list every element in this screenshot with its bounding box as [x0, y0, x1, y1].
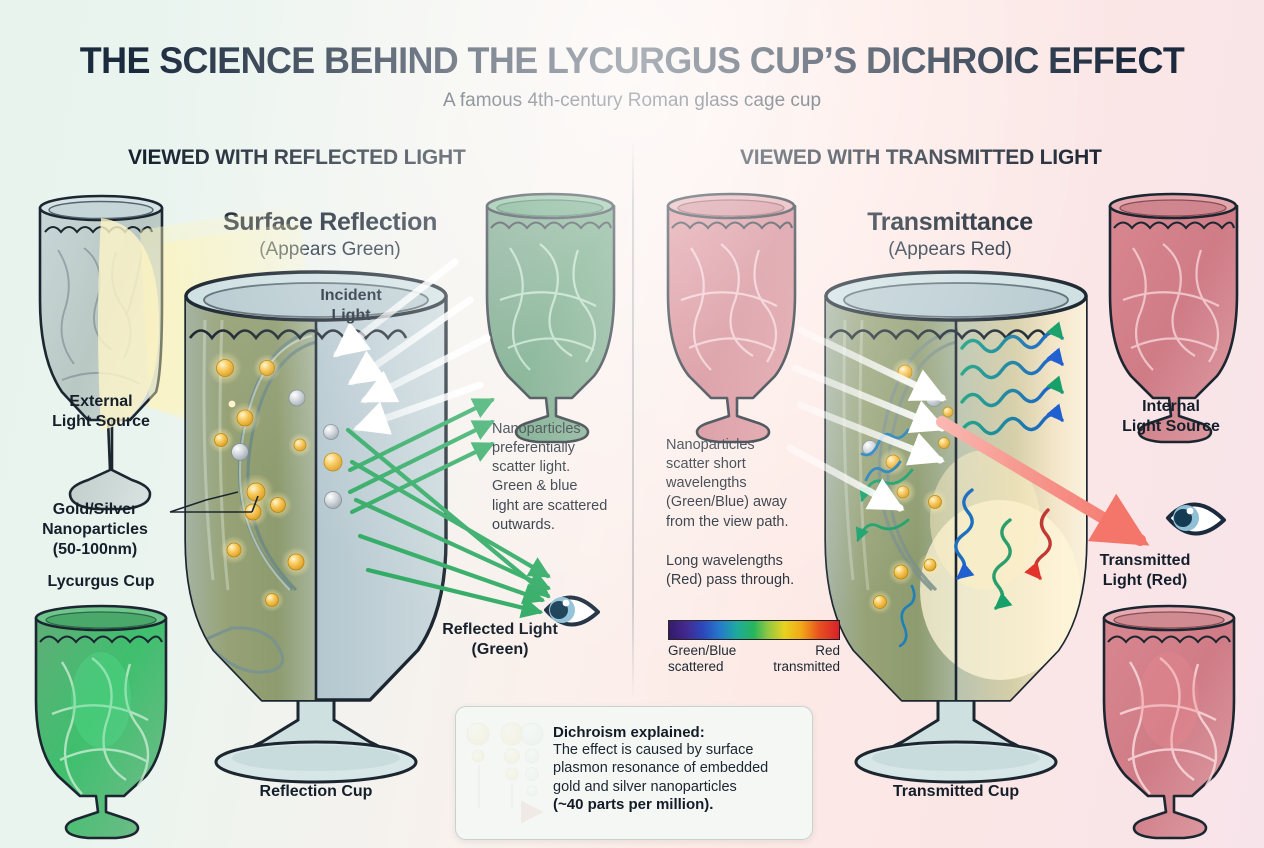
right-subheading: Transmittance (Appears Red) [835, 208, 1065, 261]
left-panel-heading: VIEWED WITH REFLECTED LIGHT [128, 146, 466, 169]
legend-line-3: gold and silver nanoparticles [553, 778, 737, 795]
right-subheading-sub: (Appears Red) [888, 239, 1012, 260]
spectrum-label-right: Red transmitted [773, 643, 840, 675]
small-cup-green-reflected [485, 192, 616, 444]
spectrum-legend: Green/Blue scattered Red transmitted [668, 620, 840, 675]
spectrum-labels: Green/Blue scattered Red transmitted [668, 643, 840, 675]
internal-light-rays [786, 326, 947, 512]
reflection-cup-illustration [184, 270, 448, 784]
small-cup-green [34, 604, 168, 840]
page-subtitle: A famous 4th-century Roman glass cage cu… [442, 90, 822, 111]
small-cup-red-bottom [1102, 604, 1236, 840]
legend-title: Dichroism explained: [553, 724, 705, 741]
transmitted-light-label: Transmitted Light (Red) [1099, 552, 1191, 589]
transmitted-red-beam [936, 416, 1150, 546]
dichroism-legend-text: Dichroism explained: The effect is cause… [553, 724, 803, 813]
silver-nanoparticles [231, 389, 343, 509]
scattered-short-wavelength-waves [954, 321, 1064, 610]
lycurgus-cup-label: Lycurgus Cup [47, 573, 155, 590]
right-panel-heading: VIEWED WITH TRANSMITTED LIGHT [740, 146, 1102, 169]
eye-icon-left [544, 595, 600, 627]
right-subheading-main: Transmittance [867, 208, 1033, 236]
right-pass-note: Long wavelengths (Red) pass through. [666, 553, 795, 589]
legend-line-1: The effect is caused by surface [553, 742, 754, 758]
transmitted-cup-caption: Transmitted Cup [892, 783, 1020, 800]
right-scatter-note: Nanoparticles scatter short wavelengths … [666, 437, 789, 530]
incident-light-label: Incident Light [320, 287, 382, 324]
small-cup-red-top [666, 192, 797, 444]
small-cup-internal-light [1108, 192, 1239, 444]
page-title: THE SCIENCE BEHIND THE LYCURGUS CUP’S DI… [79, 40, 1185, 81]
internal-light-source-label: Internal Light Source [1122, 398, 1220, 435]
transmitted-cup-illustration [824, 270, 1088, 784]
left-scatter-note: Nanoparticles preferentially scatter lig… [492, 421, 608, 533]
reflection-cup-caption: Reflection Cup [259, 783, 373, 800]
panel-divider [632, 138, 634, 698]
legend-line-4: (~40 parts per million). [553, 795, 714, 813]
reflected-green-rays [345, 397, 551, 619]
spectrum-label-left: Green/Blue scattered [668, 643, 737, 675]
nanoparticle-leader-line [169, 491, 259, 513]
reflected-light-label: Reflected Light (Green) [442, 621, 558, 658]
eye-icon-right [1166, 502, 1226, 536]
legend-line-2: plasmon resonance of embedded [553, 760, 769, 777]
dichroism-legend-box [455, 706, 813, 840]
nanoparticles-label: Gold/Silver Nanoparticles (50-100nm) [42, 501, 148, 558]
gold-nanoparticles [214, 359, 307, 607]
spectrum-bar [668, 620, 840, 640]
external-light-source-label: External Light Source [52, 393, 150, 430]
incident-light-rays [332, 258, 491, 435]
